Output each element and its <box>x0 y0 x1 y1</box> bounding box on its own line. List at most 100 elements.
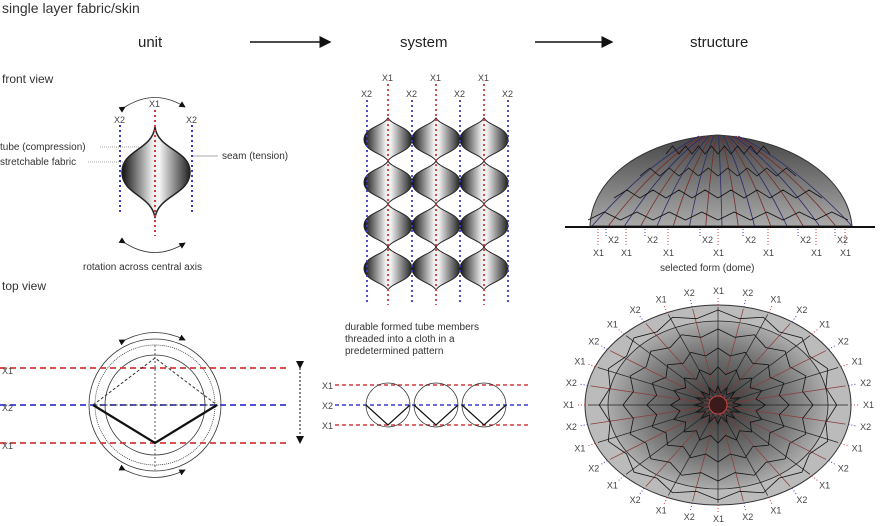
dome-rib <box>591 135 700 227</box>
dome-seam <box>665 145 771 155</box>
axis-label: X2 <box>406 89 417 99</box>
radial-axis <box>811 475 819 482</box>
fabric-lens <box>363 159 413 206</box>
x1-label: X1 <box>621 248 632 258</box>
dome-seam <box>646 347 790 463</box>
dome-rib <box>722 323 791 400</box>
fabric-lens <box>411 245 461 292</box>
radial-label: X2 <box>566 378 577 388</box>
system-caption-line-2: threaded into a cloth in a <box>345 334 455 345</box>
dome-rib <box>609 408 712 460</box>
radial-label: X1 <box>656 295 667 305</box>
dome-rib <box>723 409 811 475</box>
structure-caption: selected form (dome) <box>660 263 754 274</box>
dome-rib <box>735 135 837 227</box>
radial-label: X2 <box>588 337 599 347</box>
column-unit: unit <box>138 34 163 51</box>
radial-axis <box>617 475 625 482</box>
x2-label: X2 <box>2 403 13 413</box>
axis-label: X1 <box>478 73 489 83</box>
x1-label-bottom: X1 <box>2 441 13 451</box>
radial-axis <box>578 424 588 427</box>
axis-label: X2 <box>361 89 372 99</box>
dome-rib <box>609 350 712 402</box>
radial-label: X1 <box>656 505 667 515</box>
dome-rib <box>718 135 723 227</box>
x2-label-right: X2 <box>186 115 197 125</box>
top-view-heading: top view <box>2 279 46 293</box>
radial-label: X2 <box>630 305 641 315</box>
radial-label: X2 <box>566 422 577 432</box>
dome-rib <box>719 308 744 399</box>
radial-axis <box>638 487 645 496</box>
plan-label-x1-bottom: X1 <box>322 421 333 431</box>
tube-path <box>413 404 459 426</box>
system-caption-line-1: durable formed tube members <box>345 322 479 333</box>
radial-axis <box>840 363 850 368</box>
radial-label: X1 <box>563 400 574 410</box>
dome-rib <box>590 406 711 425</box>
dome-rib <box>725 135 772 227</box>
system-caption-line-3: predetermined pattern <box>345 346 443 357</box>
x2-label: X2 <box>745 235 756 245</box>
x2-label-left: X2 <box>114 115 125 125</box>
x2-label: X2 <box>837 235 848 245</box>
dome-rib <box>723 135 755 227</box>
x1-label: X1 <box>149 99 160 109</box>
radial-axis <box>743 298 747 308</box>
dome-rib <box>725 385 846 404</box>
dome-rib <box>607 135 702 227</box>
radial-label: X1 <box>770 505 781 515</box>
dome-rib <box>720 314 769 399</box>
radial-axis <box>768 497 773 505</box>
radial-label: X1 <box>607 481 618 491</box>
radial-axis <box>828 460 837 466</box>
radial-label: X2 <box>588 463 599 473</box>
system-top-view: X1 X2 X1 <box>322 381 530 431</box>
tube-path <box>365 404 411 426</box>
x1-label-top: X1 <box>2 366 13 376</box>
x1-label: X1 <box>811 248 822 258</box>
x1-label: X1 <box>840 248 851 258</box>
dome-rib <box>725 406 846 425</box>
radial-axis <box>599 460 608 466</box>
x2-label: X2 <box>608 235 619 245</box>
fabric-lens <box>121 126 191 219</box>
radial-axis <box>638 314 645 323</box>
column-structure: structure <box>690 34 748 51</box>
radial-label: X1 <box>770 295 781 305</box>
dome-seam <box>669 366 766 444</box>
rotation-label: rotation across central axis <box>83 262 202 273</box>
x1-label: X1 <box>763 248 774 258</box>
dome-elevation <box>565 134 875 228</box>
axis-label: X2 <box>502 89 513 99</box>
dome-seam <box>613 189 823 199</box>
dome-rib <box>672 135 712 227</box>
radial-axis <box>663 497 668 505</box>
radial-label: X2 <box>684 288 695 298</box>
plan-label-x2: X2 <box>322 401 333 411</box>
radial-label: X1 <box>852 356 863 366</box>
fabric-lens <box>459 245 509 292</box>
radial-label: X1 <box>713 514 724 524</box>
radial-axis <box>840 442 850 447</box>
radial-axis <box>791 487 798 496</box>
axis-label: X2 <box>454 89 465 99</box>
dome-rib <box>625 409 713 475</box>
dome-rib <box>719 411 744 502</box>
fabric-lens <box>411 159 461 206</box>
radial-axis <box>586 442 596 447</box>
dome-rib <box>590 385 711 404</box>
radial-label: X1 <box>819 481 830 491</box>
radial-label: X2 <box>742 288 753 298</box>
dome-rib <box>720 135 739 227</box>
x2-label: X2 <box>800 235 811 245</box>
front-view-heading: front view <box>2 72 54 86</box>
dome-seam <box>639 167 797 177</box>
page-title: single layer fabric/skin <box>2 0 140 16</box>
radial-label: X1 <box>863 400 874 410</box>
dome-rib <box>720 411 769 496</box>
radial-label: X2 <box>796 305 807 315</box>
